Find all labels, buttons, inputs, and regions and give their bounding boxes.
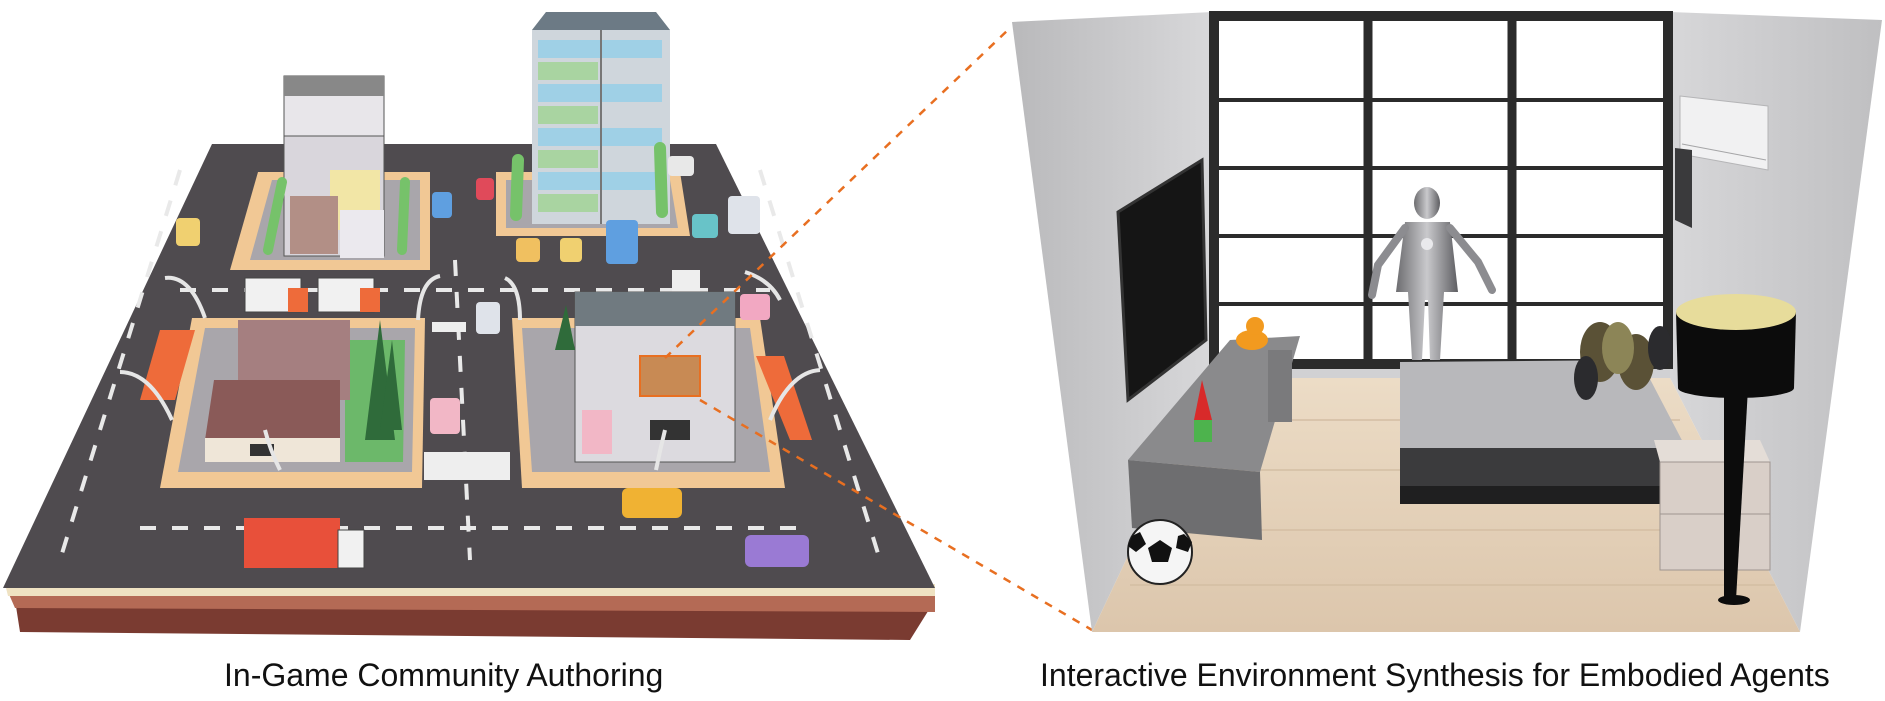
building-se [555,291,736,463]
garden-gnome [1194,380,1212,442]
street-lamps [119,270,821,471]
soil-mid-layer [8,592,935,612]
humanoid-robot-icon [1368,187,1496,360]
nightstand [1654,440,1771,571]
house-sw [205,320,402,462]
duck-toy [1236,317,1268,350]
building-nw [263,75,410,258]
window-frame [1209,11,1673,369]
callout-connectors [664,27,1093,632]
caption-city-authoring: In-Game Community Authoring [224,657,664,693]
wall-picture [1675,148,1692,228]
floor-lamp [1676,294,1796,605]
city-diorama [3,12,935,640]
vehicles [140,156,812,569]
room-scene [1012,11,1882,632]
crosswalks [424,270,700,480]
connector-bottom [699,398,1093,632]
soccer-ball-icon [1127,519,1193,585]
air-conditioner [1679,95,1769,171]
tower-ne [510,12,670,224]
caption-environment-synthesis: Interactive Environment Synthesis for Em… [1040,657,1830,693]
bed [1400,322,1686,504]
wall-tv [1116,157,1208,403]
